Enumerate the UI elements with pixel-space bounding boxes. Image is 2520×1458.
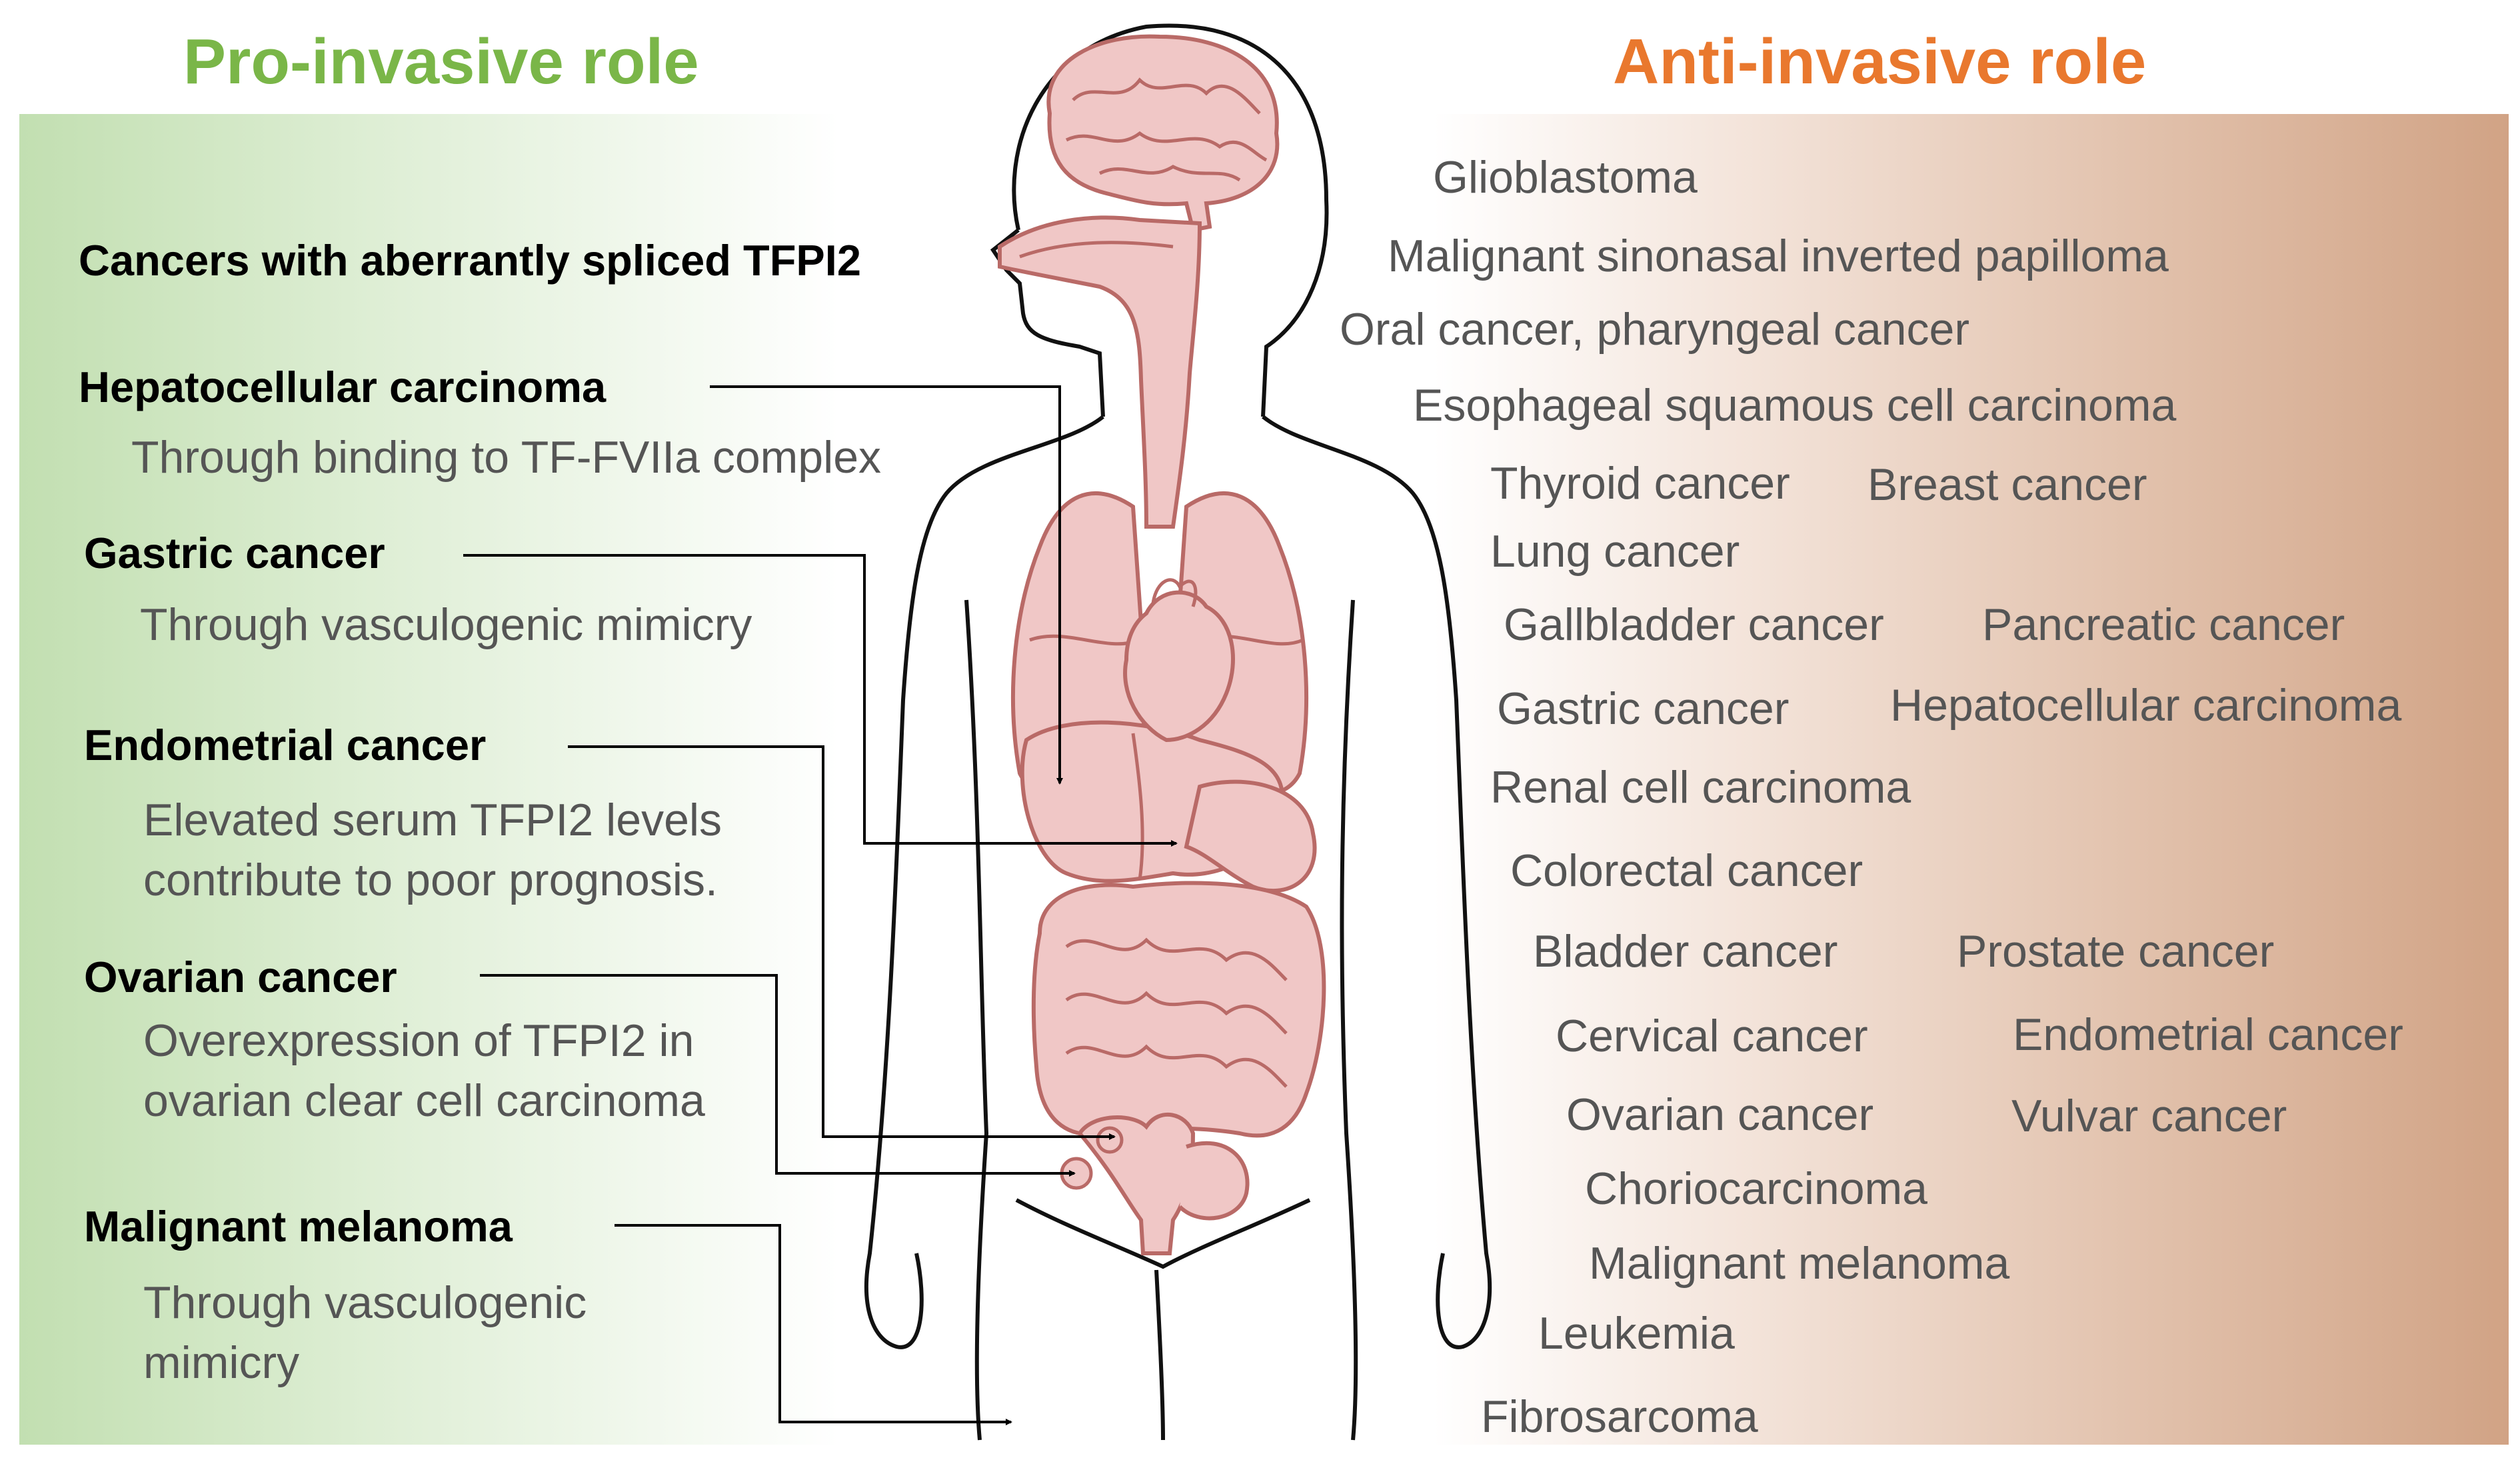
heart-organ (1123, 578, 1235, 743)
anti-melanoma: Malignant melanoma (1589, 1238, 2010, 1289)
anti-cervical: Cervical cancer (1556, 1011, 1868, 1061)
anti-glioblastoma: Glioblastoma (1433, 152, 1698, 203)
pro-melanoma-desc-1: Through vasculogenic (143, 1277, 587, 1328)
uterus-organ (1060, 1113, 1250, 1255)
torso-left-line (964, 599, 989, 1441)
anti-bladder: Bladder cancer (1533, 926, 1838, 977)
arrow-gastric-stomach (463, 554, 1178, 847)
torso-right-line (1340, 599, 1358, 1441)
anti-gallbladder: Gallbladder cancer (1504, 599, 1884, 650)
brain-organ (1046, 34, 1280, 233)
anti-invasive-header: Anti-invasive role (1613, 26, 2147, 97)
arrow-melanoma-skin (615, 1224, 1012, 1425)
pro-invasive-panel (19, 114, 839, 1445)
anti-endometrial: Endometrial cancer (2013, 1009, 2403, 1060)
anti-hcc: Hepatocellular carcinoma (1890, 680, 2402, 731)
head-outline (1012, 23, 1329, 417)
pro-melanoma-title: Malignant melanoma (84, 1202, 513, 1251)
pro-ovarian-desc-2: ovarian clear cell carcinoma (143, 1075, 705, 1126)
anti-gastric: Gastric cancer (1497, 683, 1790, 734)
intestines-organ (1031, 881, 1326, 1138)
anti-lung: Lung cancer (1490, 526, 1740, 577)
body-right-outline (1262, 415, 1492, 1349)
face-profile (990, 228, 1105, 417)
anti-ovarian: Ovarian cancer (1566, 1089, 1874, 1140)
pro-endometrial-title: Endometrial cancer (84, 721, 487, 769)
pro-invasive-header: Pro-invasive role (183, 26, 699, 97)
arrow-hcc-liver (710, 385, 1063, 785)
anti-leukemia: Leukemia (1538, 1308, 1735, 1359)
anti-thyroid: Thyroid cancer (1490, 458, 1790, 509)
airway-organ (998, 215, 1202, 529)
pro-melanoma-desc-2: mimicry (143, 1337, 300, 1388)
anti-renal: Renal cell carcinoma (1490, 762, 1911, 813)
pro-hcc-title: Hepatocellular carcinoma (79, 363, 607, 411)
pro-gastric-title: Gastric cancer (84, 529, 385, 577)
hip-line (1015, 1198, 1311, 1269)
anti-vulvar: Vulvar cancer (2011, 1091, 2287, 1141)
pro-gastric-desc: Through vasculogenic mimicry (140, 599, 752, 650)
arrow-endometrial-uterus (568, 745, 1116, 1140)
anti-breast: Breast cancer (1868, 459, 2147, 510)
pro-ovarian-desc-1: Overexpression of TFPI2 in (143, 1015, 694, 1066)
anti-pancreatic: Pancreatic cancer (1982, 599, 2345, 650)
pro-hcc-desc: Through binding to TF-FVIIa complex (131, 432, 882, 483)
anti-sinonasal-papilloma: Malignant sinonasal inverted papilloma (1388, 231, 2169, 281)
liver-stomach-organ (1020, 720, 1317, 893)
aberrant-tfpi2-label: Cancers with aberrantly spliced TFPI2 (79, 236, 861, 285)
anti-fibrosarcoma: Fibrosarcoma (1481, 1391, 1758, 1442)
anti-colorectal: Colorectal cancer (1510, 845, 1864, 896)
pro-endometrial-desc-2: contribute to poor prognosis. (143, 855, 718, 905)
arrow-ovarian-ovary (480, 974, 1076, 1177)
anti-choriocarcinoma: Choriocarcinoma (1585, 1163, 1927, 1214)
body-left-outline (864, 415, 1104, 1349)
pro-ovarian-title: Ovarian cancer (84, 953, 397, 1001)
pro-endometrial-desc-1: Elevated serum TFPI2 levels (143, 795, 722, 845)
anti-invasive-panel (1433, 114, 2509, 1445)
anti-esophageal: Esophageal squamous cell carcinoma (1413, 380, 2177, 431)
anti-prostate: Prostate cancer (1957, 926, 2275, 977)
leg-divider-line (1154, 1269, 1165, 1441)
anti-oral-pharyngeal: Oral cancer, pharyngeal cancer (1340, 304, 1969, 355)
